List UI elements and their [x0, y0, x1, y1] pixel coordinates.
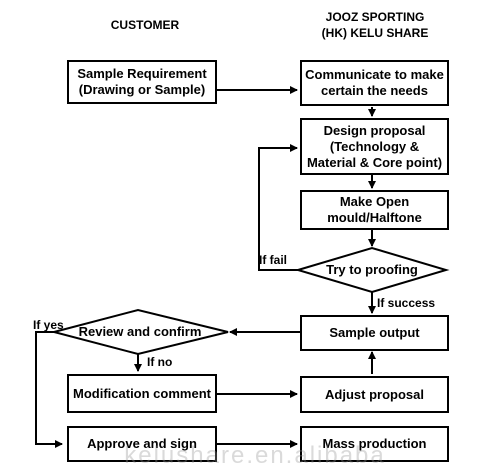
box-communicate: Communicate to make certain the needs	[300, 60, 449, 106]
label-if-yes: If yes	[33, 318, 64, 332]
box-approve-and-sign: Approve and sign	[67, 426, 217, 462]
watermark: kelushare.en.alibaba	[124, 442, 386, 469]
decision-review-and-confirm: Review and confirm	[78, 324, 202, 339]
label-if-no: If no	[147, 355, 173, 369]
box-design-proposal: Design proposal (Technology & Material &…	[300, 118, 449, 175]
box-sample-requirement-label: Sample Requirement (Drawing or Sample)	[77, 66, 207, 97]
box-communicate-label: Communicate to make certain the needs	[305, 67, 444, 98]
header-supplier: JOOZ SPORTING (HK) KELU SHARE	[321, 10, 429, 40]
box-make-open-mould-label: Make Open mould/Halftone	[327, 194, 422, 225]
decision-try-to-proofing-shape	[294, 246, 450, 294]
box-approve-and-sign-label: Approve and sign	[87, 436, 197, 451]
arrow-review-to-approve	[35, 331, 63, 448]
decision-review-and-confirm-shape	[50, 308, 229, 356]
box-adjust-proposal-label: Adjust proposal	[325, 386, 424, 402]
decision-try-to-proofing: Try to proofing	[326, 262, 418, 277]
label-if-fail: If fail	[259, 253, 288, 267]
label-if-success: If success	[377, 296, 436, 310]
box-sample-requirement: Sample Requirement (Drawing or Sample)	[67, 60, 217, 104]
box-mass-production-label: Mass production	[322, 436, 427, 451]
box-make-open-mould: Make Open mould/Halftone	[300, 190, 449, 230]
box-design-proposal-label: Design proposal (Technology & Material &…	[306, 122, 443, 170]
box-modification-comment: Modification comment	[67, 374, 217, 413]
box-sample-output-label: Sample output	[329, 325, 420, 340]
box-adjust-proposal: Adjust proposal	[300, 376, 449, 413]
arrow-fail-loop	[258, 144, 300, 271]
box-modification-comment-label: Modification comment	[73, 385, 211, 401]
header-customer: CUSTOMER	[110, 18, 180, 32]
box-mass-production: Mass production	[300, 426, 449, 462]
box-sample-output: Sample output	[300, 315, 449, 351]
